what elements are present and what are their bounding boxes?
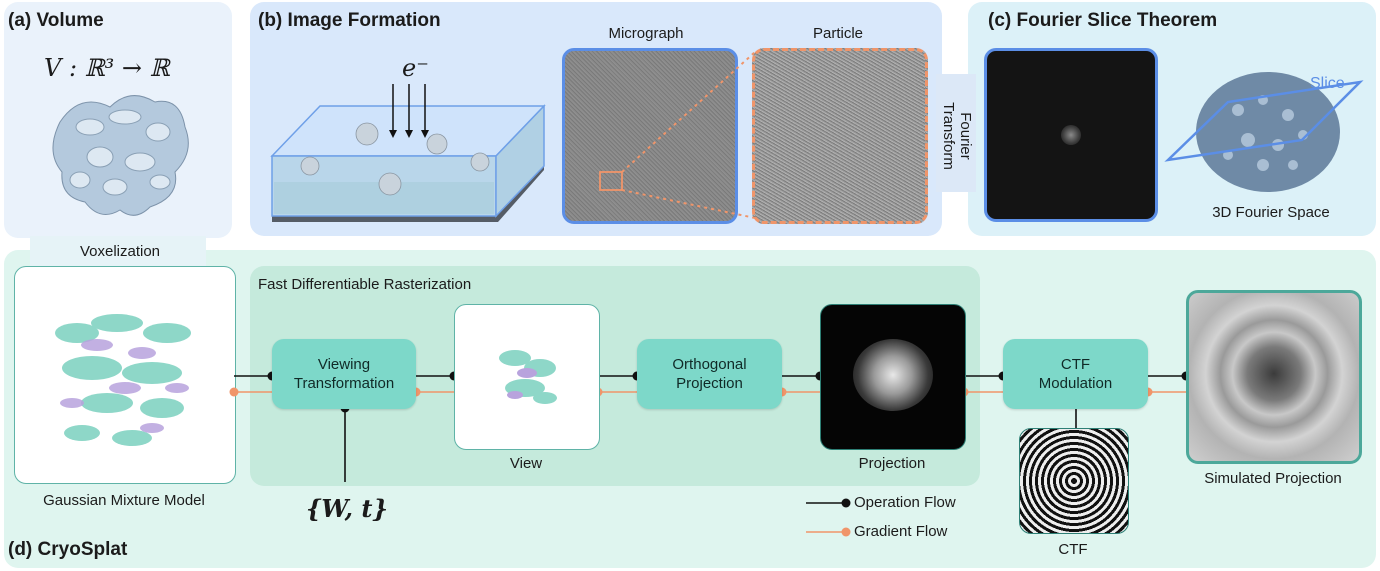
panel-c-title: (c) Fourier Slice Theorem [988,10,1218,31]
slice-label: Slice [1310,75,1345,92]
particle-image [752,48,928,224]
projection-glow [853,339,933,411]
ctf-modulation-box: CTF Modulation [1003,339,1148,409]
particle-label: Particle [812,25,864,42]
viewing-box-line-2: Transformation [293,375,395,392]
viewing-box-line-1: Viewing [317,356,371,373]
projection-image [820,304,966,450]
voxelization-label: Voxelization [79,243,161,260]
fourier-spectrum-image [984,48,1158,222]
ctf-image [1019,428,1129,534]
fourier-transform-connector [936,74,976,192]
fourier-space-volume [1164,72,1364,192]
gmm-blob [55,314,191,446]
projection-label: Projection [858,455,926,472]
slice-plane [1164,80,1364,162]
electron-beam-arrows [389,84,429,138]
raster-title: Fast Differentiable Rasterization [258,276,472,293]
micrograph-label: Micrograph [608,25,684,42]
volume-density-map [52,95,189,216]
legend-operation-flow: Operation Flow [854,494,956,511]
electron-label: e⁻ [402,54,429,82]
fourier-space-label: 3D Fourier Space [1212,204,1330,221]
pose-parameters: {W, t} [306,494,388,523]
ctf-box-line-1: CTF [1060,356,1091,373]
voxelization-connector [30,236,206,268]
panel-d-title: (d) CryoSplat [8,539,128,560]
micrograph-image [562,48,738,224]
volume-formula: V : ℝ³ → ℝ [44,54,170,82]
legend-gradient-flow: Gradient Flow [854,523,948,540]
ortho-box-line-1: Orthogonal [672,356,747,373]
panel-b-title: (b) Image Formation [258,10,441,31]
orthogonal-projection-box: Orthogonal Projection [637,339,782,409]
simulated-projection-label: Simulated Projection [1204,470,1342,487]
ctf-label: CTF [1058,541,1088,558]
specimen-slab [270,104,546,222]
view-blob [499,350,557,404]
gmm-label: Gaussian Mixture Model [43,492,205,509]
gmm-image [14,266,236,484]
fourier-center-spot [1061,125,1081,145]
panel-a-title: (a) Volume [8,10,104,31]
ctf-box-line-2: Modulation [1038,375,1113,392]
viewing-transformation-box: Viewing Transformation [272,339,416,409]
view-label: View [509,455,543,472]
simulated-projection-image [1186,290,1362,464]
view-image [454,304,600,450]
ortho-box-line-2: Projection [676,375,743,392]
